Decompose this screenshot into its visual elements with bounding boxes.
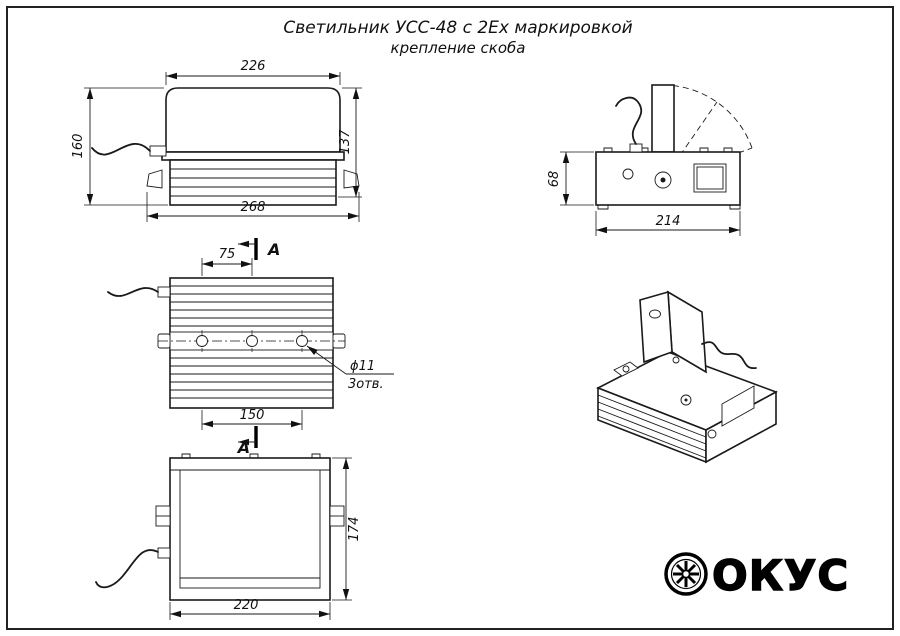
side-view-terminal-box (693, 163, 727, 193)
bottom-view-hole-3 (296, 335, 308, 347)
side-view-terminal-box-inner (696, 166, 724, 190)
section-view-cable-gland (157, 547, 171, 559)
iso-knob-center (684, 398, 688, 402)
side-view-feet (597, 205, 741, 210)
dim-75-label: 75 (219, 247, 236, 262)
dim-220-label: 220 (234, 598, 259, 613)
bottom-view-hole-1 (196, 335, 208, 347)
section-view-cavity (179, 469, 321, 589)
dim-68-ext (560, 151, 594, 206)
dim-137-label: 137 (338, 129, 353, 155)
side-view-screws (603, 147, 733, 152)
front-view-ribs (170, 168, 336, 197)
section-letter-bottom: A (236, 438, 250, 457)
iso-gland (707, 429, 717, 439)
logo-emblem-outer-circle (664, 552, 708, 596)
bottom-view-ribs-top (170, 285, 333, 327)
logo-text: ОКУС (712, 551, 849, 600)
drawing-title-line2: крепление скоба (391, 39, 526, 57)
front-view-cable (91, 143, 151, 156)
drawing-title-line1: Светильник УСС-48 с 2Ех маркировкой (283, 18, 632, 38)
drawing-title: Светильник УСС-48 с 2Ех маркировкой креп… (283, 18, 632, 57)
dim-68-label: 68 (547, 171, 562, 188)
logo-emblem-inner-circle (670, 558, 702, 590)
side-view-pivot-center (660, 177, 666, 183)
side-view-cable (615, 96, 643, 145)
front-view-flange (161, 151, 345, 161)
front-view-rib-body (169, 159, 337, 206)
brand-logo: ОКУС (664, 550, 849, 601)
hole-count-label: 3отв. (348, 377, 384, 392)
hole-diameter-label: ϕ11 (350, 359, 375, 374)
side-view: 68 214 (547, 84, 753, 236)
dim-174-label: 174 (347, 517, 362, 542)
section-view-screws (181, 453, 321, 458)
dim-268-label: 268 (241, 200, 266, 215)
iso-ear-hole (622, 365, 630, 373)
drawing-border (6, 6, 894, 630)
bottom-view-cable (107, 287, 159, 297)
dim-150-label: 150 (240, 408, 265, 423)
dim-160-ext (84, 87, 168, 206)
iso-body-ribs (597, 394, 707, 459)
iso-bracket-hole (649, 309, 661, 319)
iso-terminal-box (721, 385, 755, 427)
front-view: 226 268 160 137 (71, 59, 362, 222)
iso-bracket-bolt (672, 356, 680, 364)
bottom-view-ribs-bottom (170, 357, 333, 399)
front-view-cable-gland (149, 145, 167, 157)
side-view-bracket-pole (651, 84, 675, 153)
side-view-gland-hole (622, 168, 634, 180)
bottom-view-hole-2 (246, 335, 258, 347)
bottom-view-hole-axes (201, 330, 303, 352)
bottom-view-cable-gland (157, 286, 171, 298)
side-view-rotation-arc (662, 84, 753, 149)
side-view-cable-gland (629, 143, 643, 153)
section-letter-top: A (266, 240, 280, 259)
iso-bracket-front-plate (639, 290, 673, 364)
dim-214-label: 214 (656, 214, 681, 229)
front-view-ear-right (343, 169, 360, 189)
iso-cable (701, 341, 757, 369)
front-view-cover (165, 87, 341, 153)
logo-emblem-hub (681, 569, 691, 579)
section-view: 220 174 (95, 453, 362, 620)
section-view-outer (169, 457, 331, 601)
front-view-ear-left (146, 169, 163, 189)
hole-leader-line (306, 345, 347, 375)
isometric-view (596, 290, 778, 464)
dim-160-label: 160 (71, 134, 86, 159)
section-view-cable (95, 549, 159, 589)
bottom-view: 75 150 ϕ11 3отв. A A (107, 238, 394, 457)
dim-226-label: 226 (241, 59, 266, 74)
